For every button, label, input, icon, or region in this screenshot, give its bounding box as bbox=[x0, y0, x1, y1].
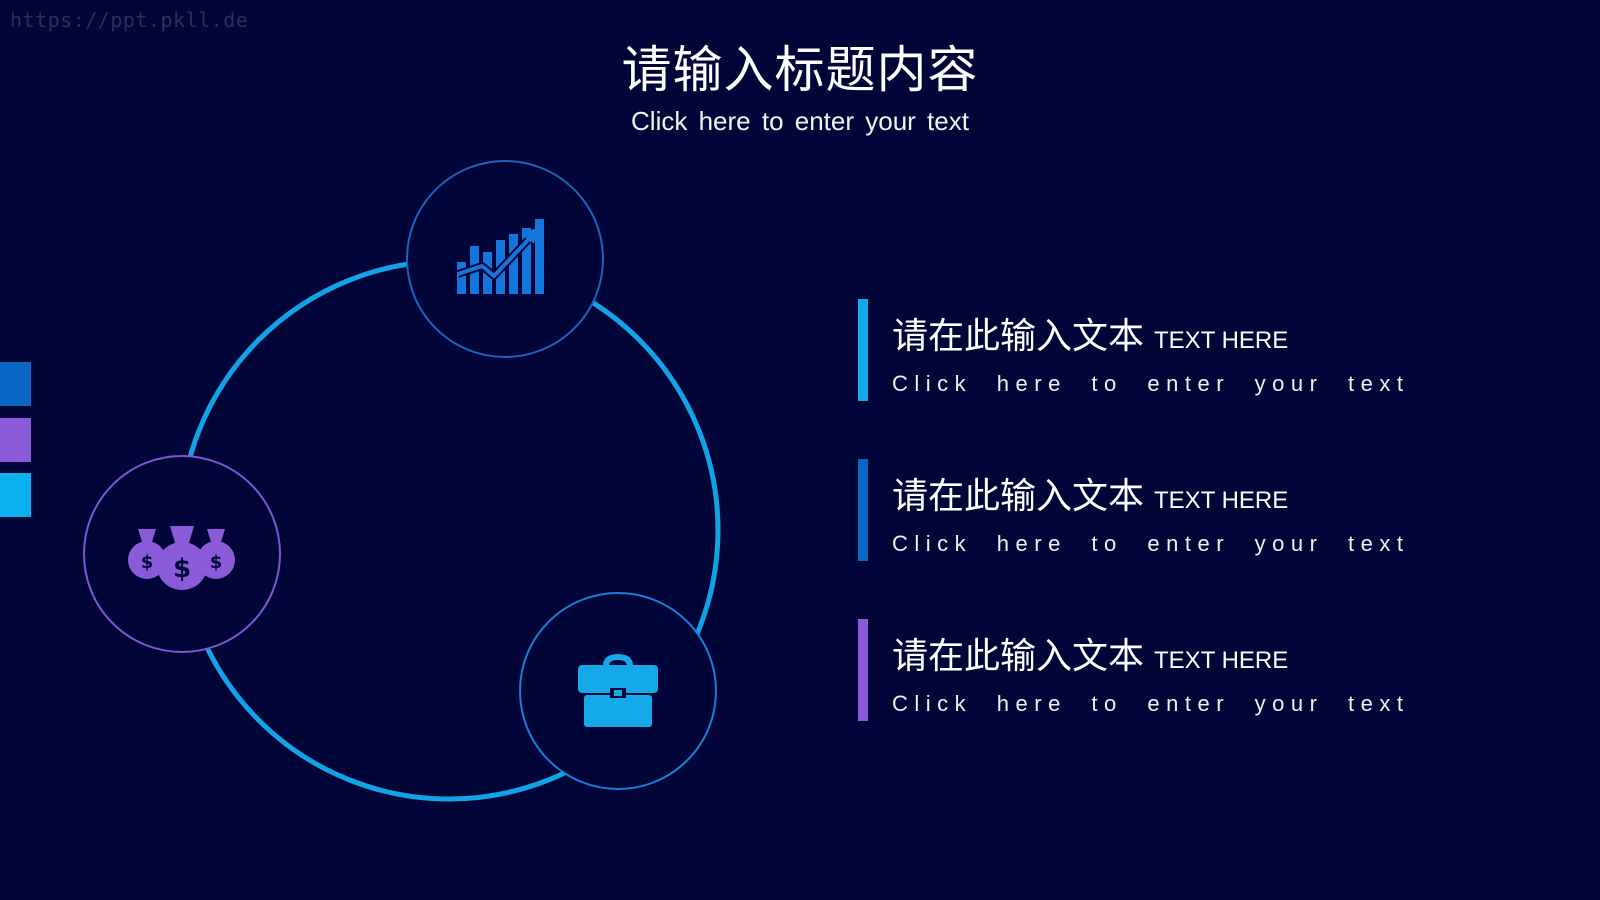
item-heading-cn: 请在此输入文本 bbox=[892, 316, 1145, 357]
watermark: https://ppt.pkll.de bbox=[10, 8, 249, 32]
text-item: 请在此输入文本 TEXT HERE Click here to enter you… bbox=[858, 619, 1558, 723]
item-accent-bar bbox=[858, 459, 868, 561]
slide-subtitle[interactable]: Click here to enter your text bbox=[631, 106, 969, 136]
item-accent-bar bbox=[858, 619, 868, 721]
side-tab-purple bbox=[0, 418, 31, 462]
svg-text:$: $ bbox=[173, 554, 191, 584]
item-heading-en: TEXT HERE bbox=[1154, 647, 1289, 674]
item-body[interactable]: Click here to enter your text bbox=[892, 531, 1410, 556]
item-heading-en: TEXT HERE bbox=[1154, 487, 1289, 514]
text-item: 请在此输入文本 TEXT HERE Click here to enter you… bbox=[858, 459, 1558, 563]
item-heading-cn: 请在此输入文本 bbox=[892, 476, 1145, 517]
money-bags-icon: $ $ $ bbox=[128, 526, 235, 590]
item-accent-bar bbox=[858, 299, 868, 401]
item-heading[interactable]: 请在此输入文本 TEXT HERE bbox=[892, 467, 1288, 519]
item-heading-en: TEXT HERE bbox=[1154, 327, 1289, 354]
briefcase-icon bbox=[578, 654, 658, 727]
text-item: 请在此输入文本 TEXT HERE Click here to enter you… bbox=[858, 299, 1558, 403]
svg-text:$: $ bbox=[141, 552, 154, 573]
item-heading[interactable]: 请在此输入文本 TEXT HERE bbox=[892, 307, 1288, 359]
svg-text:$: $ bbox=[210, 552, 223, 573]
item-heading[interactable]: 请在此输入文本 TEXT HERE bbox=[892, 627, 1288, 679]
slide-title[interactable]: 请输入标题内容 bbox=[621, 41, 979, 99]
side-tab-blue bbox=[0, 362, 31, 406]
item-heading-cn: 请在此输入文本 bbox=[892, 636, 1145, 677]
item-body[interactable]: Click here to enter your text bbox=[892, 371, 1410, 396]
growth-chart-icon bbox=[456, 219, 544, 294]
item-body[interactable]: Click here to enter your text bbox=[892, 691, 1410, 716]
node-growth[interactable] bbox=[406, 160, 604, 358]
node-money[interactable]: $ $ $ bbox=[83, 455, 281, 653]
side-tab-cyan bbox=[0, 473, 31, 517]
node-briefcase[interactable] bbox=[519, 592, 717, 790]
